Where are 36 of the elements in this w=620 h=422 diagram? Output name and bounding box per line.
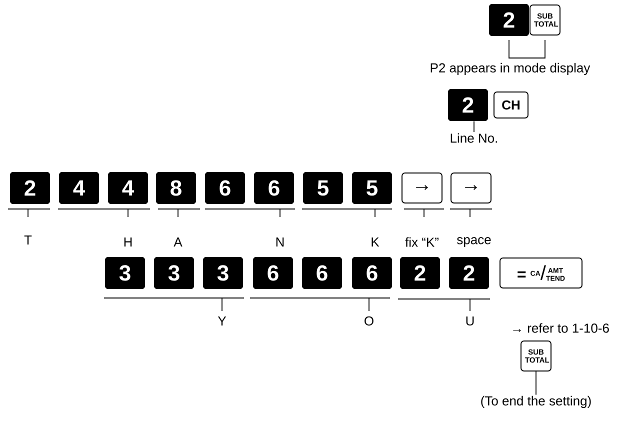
label-text: A [174, 238, 182, 246]
key: 6 [253, 257, 293, 289]
label-text: N [276, 238, 284, 246]
key: 2 [400, 257, 440, 289]
label-text: P2 appears in mode display [430, 62, 590, 76]
key: 2 [449, 257, 489, 289]
key: 2 [10, 172, 50, 204]
key: 2 [489, 4, 529, 36]
label-text: U [466, 316, 474, 326]
key: CH [494, 92, 528, 118]
label-text: → refer to 1-10-6 [513, 323, 609, 333]
key: 3 [105, 257, 145, 289]
key: 6 [302, 257, 342, 289]
note-text: Line No. [450, 133, 497, 143]
key: → [402, 172, 442, 204]
key: 8 [156, 172, 196, 204]
key: 3 [203, 257, 243, 289]
key: 6 [254, 172, 294, 204]
key: 5 [352, 172, 392, 204]
key: 4 [108, 172, 148, 204]
label-text: T [24, 236, 32, 244]
label-text: fix “K” [405, 237, 438, 247]
label-text: K [372, 238, 380, 246]
key: 6 [352, 257, 392, 289]
key: → [450, 172, 492, 204]
label-text: space [457, 237, 491, 247]
label-text: Y [218, 316, 226, 326]
label-text: H [124, 238, 132, 246]
note-text: (To end the setting) [481, 396, 591, 408]
key: 2 [448, 89, 488, 121]
key: 5 [303, 172, 343, 204]
key: 3 [154, 257, 194, 289]
label-text: O [364, 316, 374, 326]
key: 4 [59, 172, 99, 204]
node-label: 2 [504, 12, 514, 28]
key: 6 [205, 172, 245, 204]
